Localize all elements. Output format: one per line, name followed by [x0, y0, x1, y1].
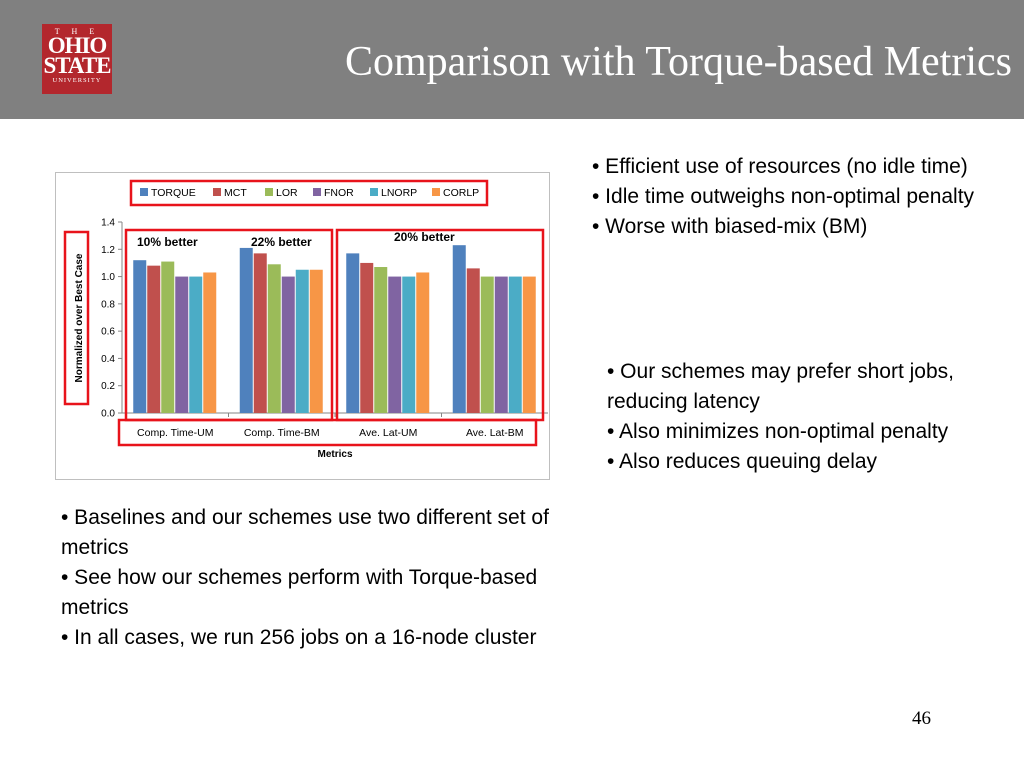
y-tick-label: 0.6 [101, 327, 115, 338]
y-tick-label: 0.2 [101, 381, 115, 392]
bar-corlp [203, 272, 217, 413]
annotation-label: 10% better [137, 235, 198, 249]
legend-label-torque: TORQUE [151, 187, 196, 199]
bar-lnorp [402, 276, 416, 413]
legend-swatch-mct [213, 188, 221, 196]
bar-corlp [309, 269, 323, 413]
legend-swatch-corlp [432, 188, 440, 196]
bullet-item: • Our schemes may prefer short jobs, red… [607, 360, 954, 413]
y-tick-label: 1.0 [101, 272, 115, 283]
legend-label-fnor: FNOR [324, 187, 354, 199]
legend-label-mct: MCT [224, 187, 247, 199]
y-tick-label: 1.2 [101, 245, 115, 256]
bullet-item: • Idle time outweighs non-optimal penalt… [592, 185, 975, 208]
bar-torque [239, 247, 253, 413]
y-axis-highlight-box [63, 230, 90, 406]
bullets-right-bottom: • Our schemes may prefer short jobs, red… [607, 357, 1007, 477]
annotation-label: 20% better [394, 230, 455, 244]
bar-lor [480, 276, 494, 413]
bullet-item: • Worse with biased-mix (BM) [592, 215, 868, 238]
bullet-item: • In all cases, we run 256 jobs on a 16-… [61, 626, 537, 649]
bar-mct [253, 253, 267, 413]
legend-swatch-fnor [313, 188, 321, 196]
bullet-item: • See how our schemes perform with Torqu… [61, 566, 538, 619]
x-tick-label: Comp. Time-UM [137, 427, 213, 439]
legend-swatch-lnorp [370, 188, 378, 196]
annotation-label: 22% better [251, 235, 312, 249]
logo-line-university: UNIVERSITY [52, 77, 102, 84]
y-tick-label: 0.8 [101, 299, 115, 310]
legend-swatch-torque [140, 188, 148, 196]
y-tick-label: 1.4 [101, 218, 115, 229]
logo-line-state: STATE [43, 53, 111, 78]
legend-highlight-box [129, 179, 489, 207]
x-tick-label: Ave. Lat-BM [466, 427, 524, 439]
x-tick-label: Comp. Time-BM [244, 427, 320, 439]
bar-corlp [522, 276, 536, 413]
bullet-item: • Efficient use of resources (no idle ti… [592, 155, 968, 178]
y-axis-title: Normalized over Best Case [74, 253, 85, 382]
bar-lor [161, 261, 175, 413]
page-number: 46 [912, 708, 931, 729]
slide-header: T H E OHIO STATE UNIVERSITY Comparison w… [0, 0, 1024, 119]
bullet-item: • Also reduces queuing delay [607, 450, 878, 473]
bar-torque [346, 253, 360, 413]
bar-fnor [388, 276, 402, 413]
bullets-left-bottom: • Baselines and our schemes use two diff… [61, 503, 571, 653]
bar-lor [267, 264, 281, 413]
y-tick-label: 0.4 [101, 354, 115, 365]
bar-lnorp [189, 276, 203, 413]
bar-corlp [416, 272, 430, 413]
logo-line-the: T H E [54, 27, 100, 36]
x-labels-highlight-box [117, 418, 538, 447]
legend-label-lnorp: LNORP [381, 187, 417, 199]
legend-label-corlp: CORLP [443, 187, 479, 199]
bar-fnor [494, 276, 508, 413]
bullet-item: • Also minimizes non-optimal penalty [607, 420, 949, 443]
bar-fnor [175, 276, 189, 413]
bar-fnor [281, 276, 295, 413]
logo-line-ohio: OHIO [47, 33, 108, 58]
bar-torque [452, 245, 466, 413]
x-axis-title: Metrics [317, 449, 352, 460]
bar-mct [360, 262, 374, 413]
y-tick-label: 0.0 [101, 409, 115, 420]
slide-title: Comparison with Torque-based Metrics [345, 39, 1012, 85]
bar-lnorp [508, 276, 522, 413]
bar-lor [374, 267, 388, 413]
bar-lnorp [295, 269, 309, 413]
bar-mct [466, 268, 480, 413]
legend-swatch-lor [265, 188, 273, 196]
bullet-item: • Baselines and our schemes use two diff… [61, 506, 549, 559]
bullets-right-top: • Efficient use of resources (no idle ti… [592, 152, 992, 242]
university-logo: T H E OHIO STATE UNIVERSITY [42, 24, 112, 94]
legend-label-lor: LOR [276, 187, 298, 199]
x-tick-label: Ave. Lat-UM [359, 427, 417, 439]
bar-torque [133, 260, 147, 413]
bar-mct [147, 265, 161, 413]
